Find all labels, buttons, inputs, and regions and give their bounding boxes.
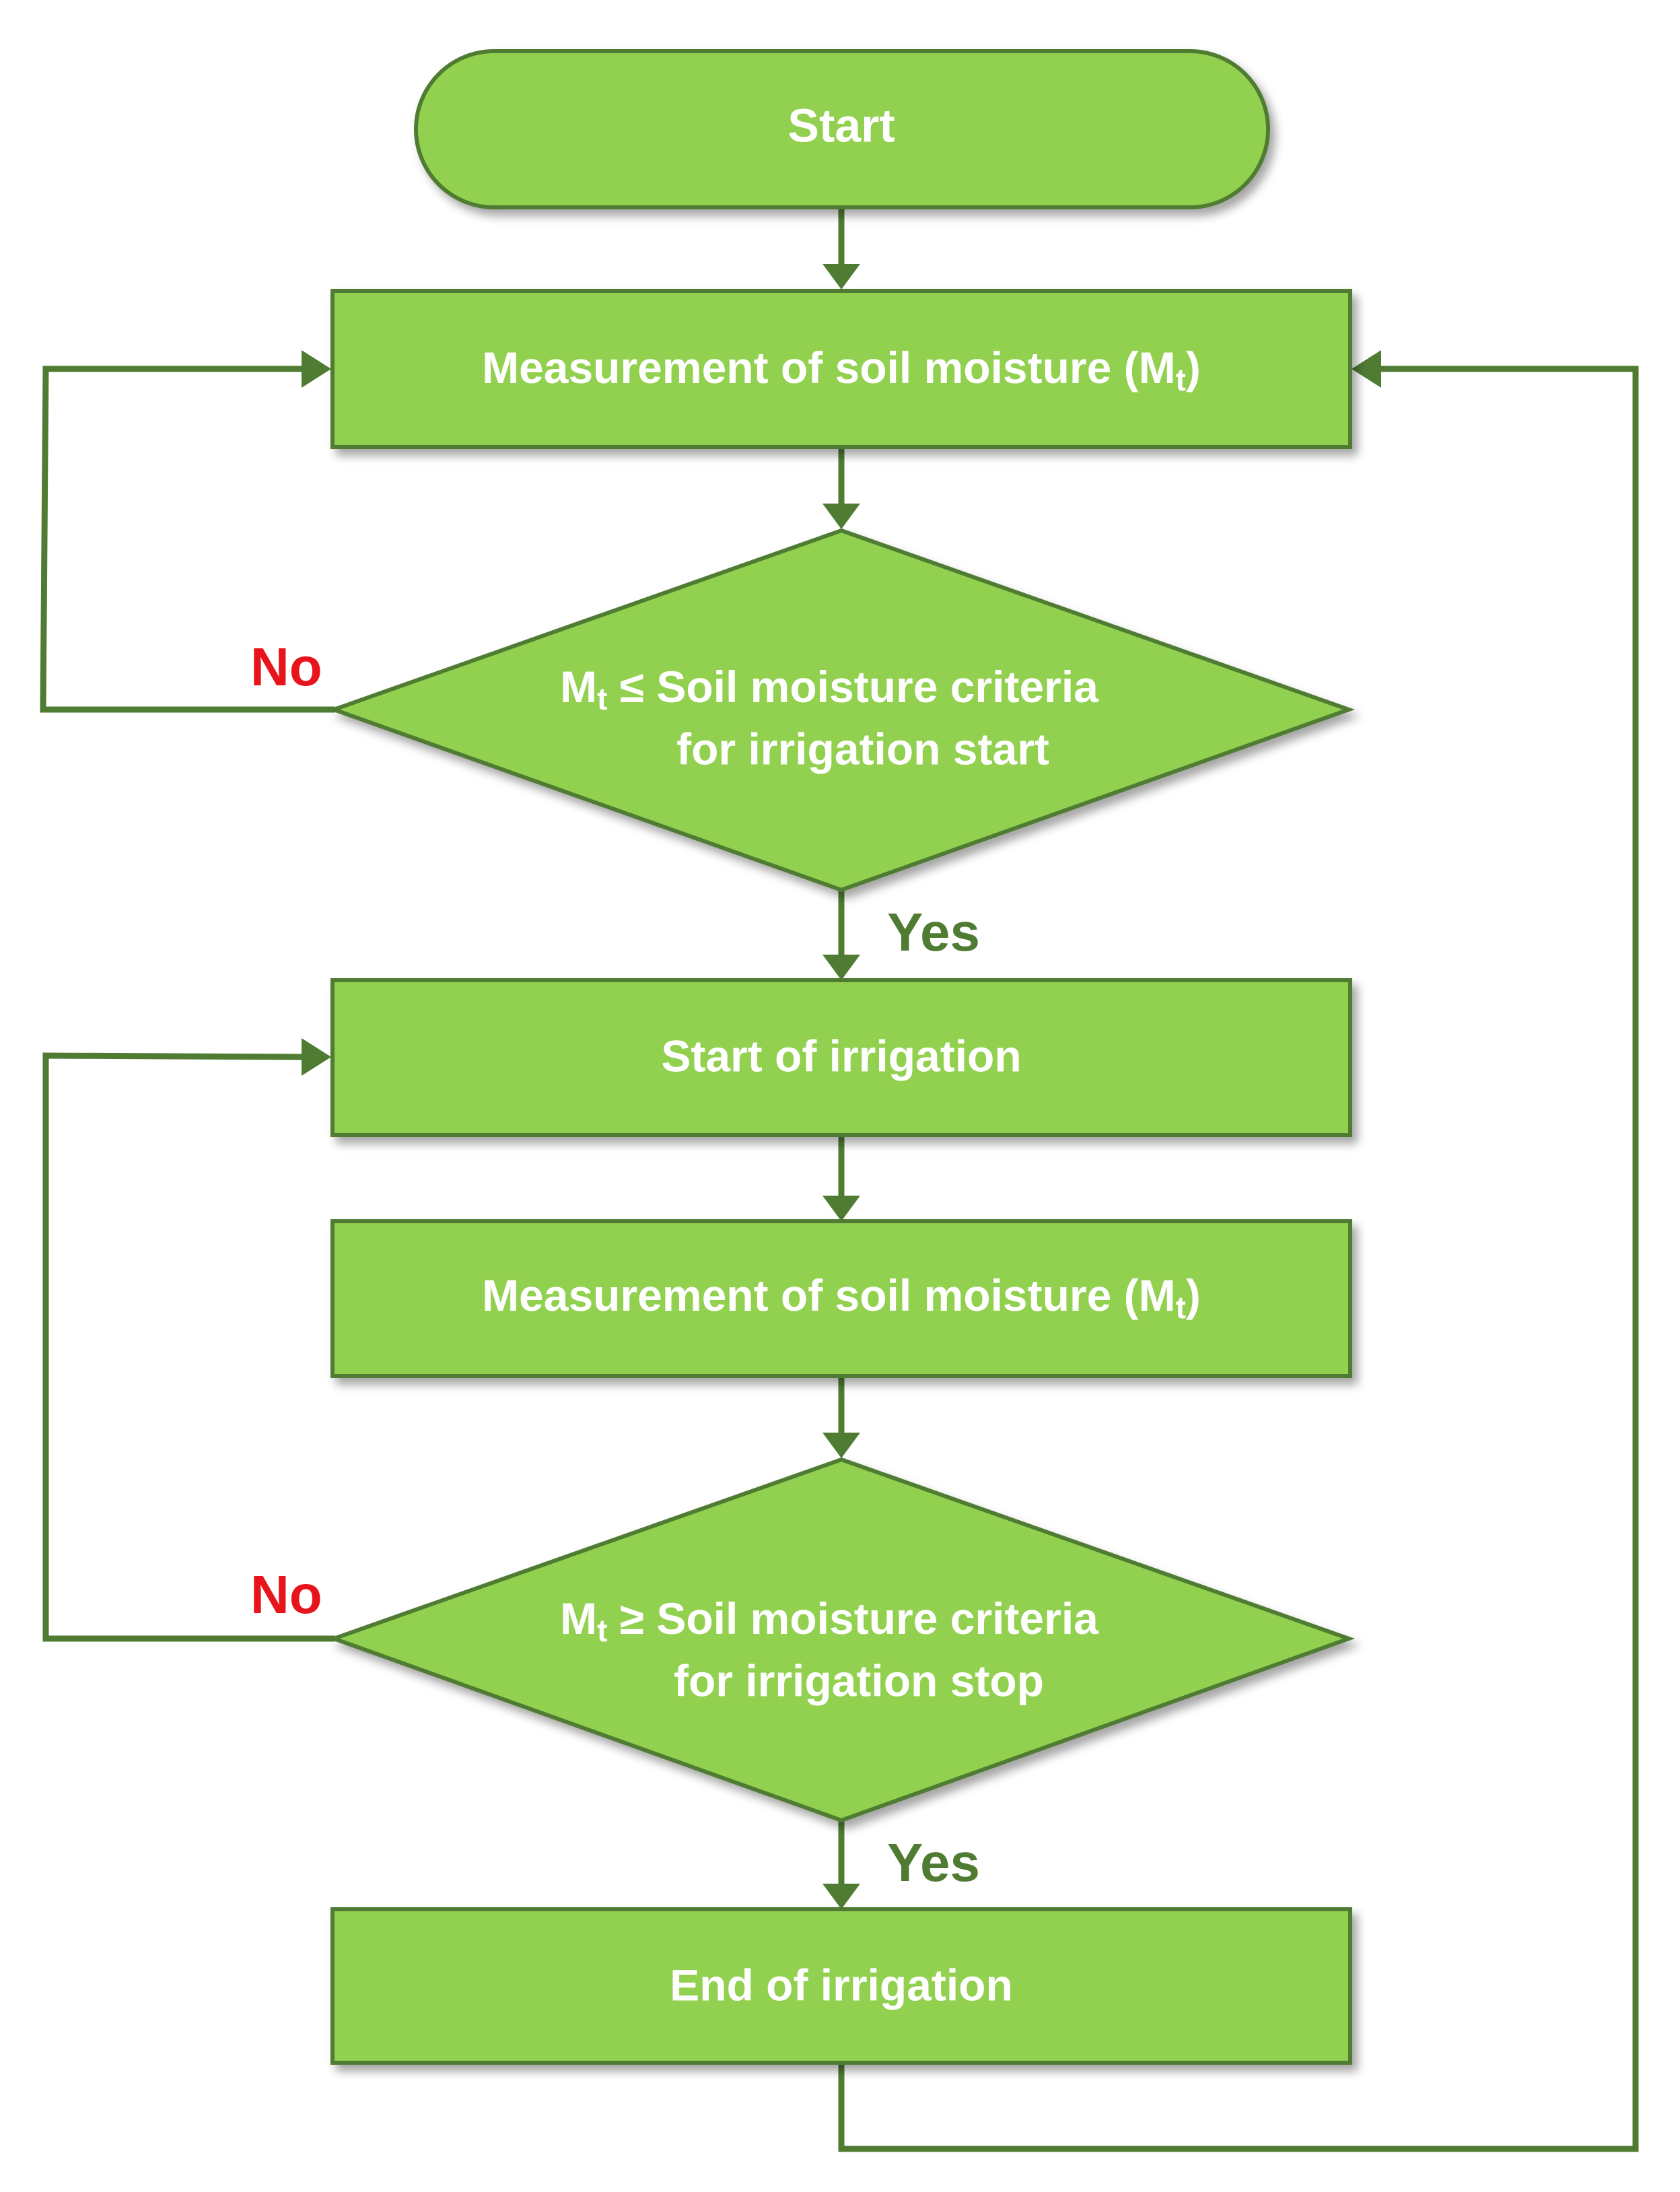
node-decision-2: Mt ≥ Soil moisture criteria for irrigati… bbox=[328, 1457, 1355, 1823]
measure-2-main: Measurement of soil moisture (M bbox=[482, 1270, 1176, 1320]
decision-shape bbox=[328, 528, 1355, 893]
measure-2-subscript: t bbox=[1176, 1290, 1186, 1325]
decision-1-line-1: Mt ≤ Soil moisture criteria bbox=[560, 662, 1099, 716]
measure-1-main: Measurement of soil moisture (M bbox=[482, 343, 1176, 392]
measure-1-subscript: t bbox=[1176, 362, 1186, 397]
start-label: Start bbox=[788, 99, 895, 151]
arrowhead-icon bbox=[823, 1433, 860, 1458]
decision-2-m: M bbox=[560, 1594, 597, 1643]
node-measure-1: Measurement of soil moisture (Mt) bbox=[330, 289, 1352, 449]
process-shape bbox=[330, 289, 1352, 449]
decision-2-subscript: t bbox=[597, 1613, 607, 1648]
irrigation-start-label: Start of irrigation bbox=[661, 1031, 1021, 1081]
decision-2-condition: ≥ Soil moisture criteria bbox=[607, 1594, 1099, 1643]
decision-1-yes-label: Yes bbox=[887, 902, 980, 962]
measure-1-label: Measurement of soil moisture (Mt) bbox=[482, 343, 1201, 397]
arrowhead-icon bbox=[302, 1038, 331, 1076]
decision-2-line-1: Mt ≥ Soil moisture criteria bbox=[560, 1594, 1099, 1648]
decision-1-m: M bbox=[560, 662, 597, 712]
arrowhead-icon bbox=[1352, 350, 1381, 388]
process-shape bbox=[330, 978, 1352, 1137]
decision-shape bbox=[328, 1457, 1355, 1823]
decision-1-subscript: t bbox=[597, 681, 607, 716]
arrowhead-icon bbox=[302, 350, 331, 388]
loop-decision-2-no bbox=[42, 1052, 335, 1642]
decision-2-line-2: for irrigation stop bbox=[674, 1655, 1044, 1705]
loop-end-to-measure-1 bbox=[838, 366, 1639, 2152]
arrowhead-icon bbox=[823, 1884, 860, 1909]
node-irrigation-end: End of irrigation bbox=[330, 1907, 1352, 2065]
decision-1-line-2: for irrigation start bbox=[676, 724, 1049, 774]
measure-2-label: Measurement of soil moisture (Mt) bbox=[482, 1270, 1201, 1325]
arrowhead-icon bbox=[823, 504, 860, 529]
arrowhead-icon bbox=[823, 264, 860, 289]
decision-2-yes-label: Yes bbox=[887, 1833, 980, 1892]
arrowhead-icon bbox=[823, 955, 860, 980]
loop-decision-1-no bbox=[40, 366, 335, 713]
measure-2-suffix: ) bbox=[1186, 1270, 1201, 1320]
node-start: Start bbox=[414, 49, 1270, 209]
arrowhead-icon bbox=[823, 1196, 860, 1221]
decision-1-condition: ≤ Soil moisture criteria bbox=[607, 662, 1099, 712]
decision-2-no-label: No bbox=[250, 1565, 322, 1624]
decision-1-no-label: No bbox=[250, 637, 322, 697]
irrigation-end-label: End of irrigation bbox=[670, 1960, 1013, 2010]
terminator-shape bbox=[414, 49, 1270, 209]
connectors bbox=[40, 207, 1639, 2152]
node-irrigation-start: Start of irrigation bbox=[330, 978, 1352, 1137]
node-decision-1: Mt ≤ Soil moisture criteria for irrigati… bbox=[328, 528, 1355, 893]
process-shape bbox=[330, 1907, 1352, 2065]
process-shape bbox=[330, 1219, 1352, 1378]
measure-1-suffix: ) bbox=[1186, 343, 1201, 392]
node-measure-2: Measurement of soil moisture (Mt) bbox=[330, 1219, 1352, 1378]
